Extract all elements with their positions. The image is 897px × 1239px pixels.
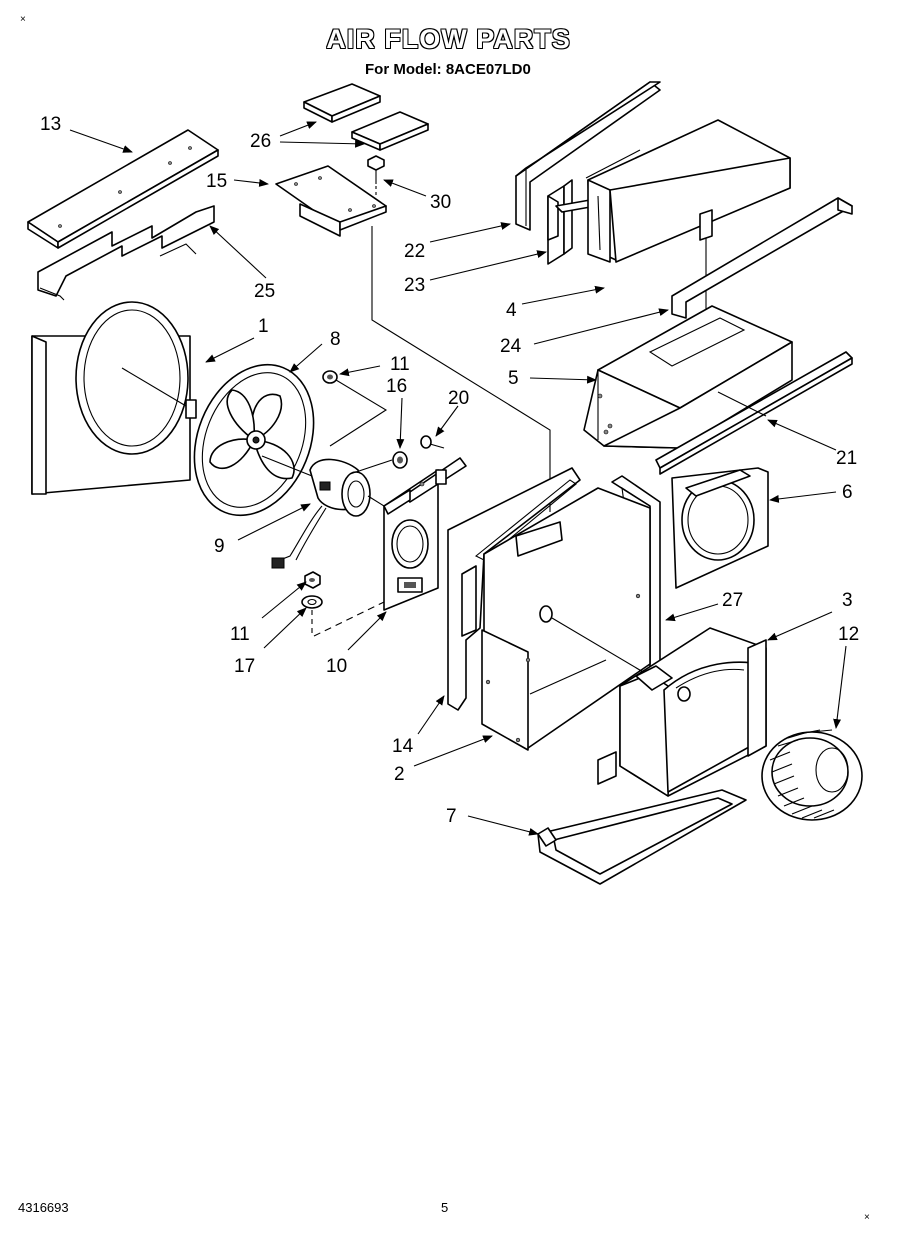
part-21-seal-strip [515, 81, 661, 231]
svg-text:×: × [20, 14, 26, 25]
part-24-perforated-plate [37, 205, 215, 301]
callout-2: 2 [394, 764, 405, 785]
model-subtitle: For Model: 8ACE07LD0 [365, 61, 531, 78]
part-8-fan-blade [193, 363, 315, 517]
part-9-motor [261, 455, 385, 569]
callout-30: 30 [430, 192, 451, 213]
part-14-nut [349, 451, 408, 475]
diagram-title: AIR FLOW PARTS [326, 24, 571, 54]
callout-14: 16 [386, 376, 407, 397]
callout-17: 20 [448, 388, 469, 409]
part-5-base-pan [583, 305, 793, 449]
callout-6: 6 [842, 482, 853, 503]
part-6-orifice-panel [671, 467, 769, 589]
callout-25: 14 [392, 736, 414, 757]
part-26-filter-pad-2 [351, 111, 429, 151]
document-number: 4316693 [18, 1200, 69, 1215]
part-2-bulkhead-panel [481, 487, 661, 751]
part-11-nut-bottom [304, 571, 321, 589]
part-25-gasket [447, 467, 581, 711]
callout-12: 12 [838, 624, 859, 645]
part-15-bracket-plate [275, 165, 551, 512]
callout-labels: 13 26 15 30 22 23 25 4 1 8 24 11 5 16 20… [40, 114, 859, 827]
part-12-blower-wheel [761, 729, 863, 821]
part-23-seal-strip [671, 197, 853, 319]
part-7-base-seal [537, 789, 747, 885]
callout-7: 7 [446, 806, 457, 827]
callout-15: 15 [206, 171, 227, 192]
part-20-seal-strip [655, 351, 853, 475]
part-17-screw [420, 435, 445, 449]
part-4-top-cover [585, 119, 791, 366]
callout-10: 10 [326, 656, 347, 677]
callout-20: 21 [836, 448, 857, 469]
callout-27: 27 [722, 590, 743, 611]
part-3-blower-housing [597, 627, 767, 797]
part-10-motor-bracket [383, 457, 467, 611]
callout-23: 24 [500, 336, 522, 357]
part-26-filter-pad-1 [303, 83, 381, 123]
corner-marks: × × [20, 14, 870, 1223]
callout-8: 8 [330, 329, 341, 350]
callout-24: 25 [254, 281, 275, 302]
callout-1: 1 [258, 316, 269, 337]
callout-22: 23 [404, 275, 425, 296]
callout-11-bottom: 11 [230, 624, 250, 645]
part-30-screw [367, 155, 385, 196]
callout-16: 17 [234, 656, 255, 677]
leader-lines [69, 121, 847, 836]
callout-26: 26 [250, 131, 271, 152]
part-22-divider-bracket [547, 179, 597, 265]
callout-13: 13 [40, 114, 61, 135]
part-13-top-bar [27, 129, 219, 249]
part-1-front-panel [31, 301, 197, 495]
callout-5: 5 [508, 368, 519, 389]
svg-text:×: × [864, 1212, 870, 1223]
part-16-washer [301, 595, 385, 637]
callout-4: 4 [506, 300, 517, 321]
callout-9: 9 [214, 536, 225, 557]
callout-11-top: 11 [390, 354, 410, 375]
callout-3: 3 [842, 590, 853, 611]
part-11-nut-top [322, 370, 388, 447]
callout-21: 22 [404, 241, 425, 262]
page-number: 5 [441, 1200, 449, 1215]
